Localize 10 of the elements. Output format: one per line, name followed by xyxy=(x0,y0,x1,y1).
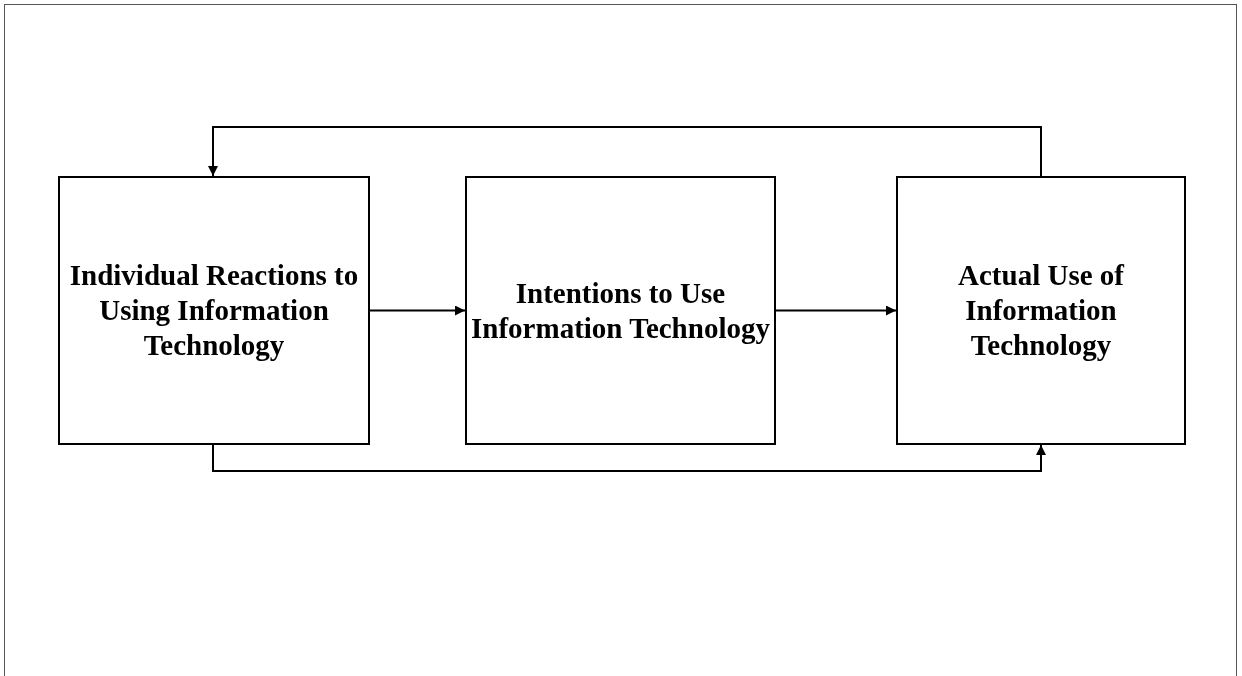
box-label: Intentions to Use Information Technology xyxy=(471,275,770,346)
process-box xyxy=(465,176,776,445)
process-box xyxy=(896,176,1186,445)
process-box xyxy=(58,176,370,445)
arrow xyxy=(208,126,1042,177)
box-label: Actual Use of Information Technology xyxy=(957,258,1126,363)
box-label: Individual Reactions to Using Information Technology xyxy=(68,258,360,363)
arrow xyxy=(369,305,466,316)
arrow xyxy=(212,444,1046,472)
arrow xyxy=(775,305,897,316)
